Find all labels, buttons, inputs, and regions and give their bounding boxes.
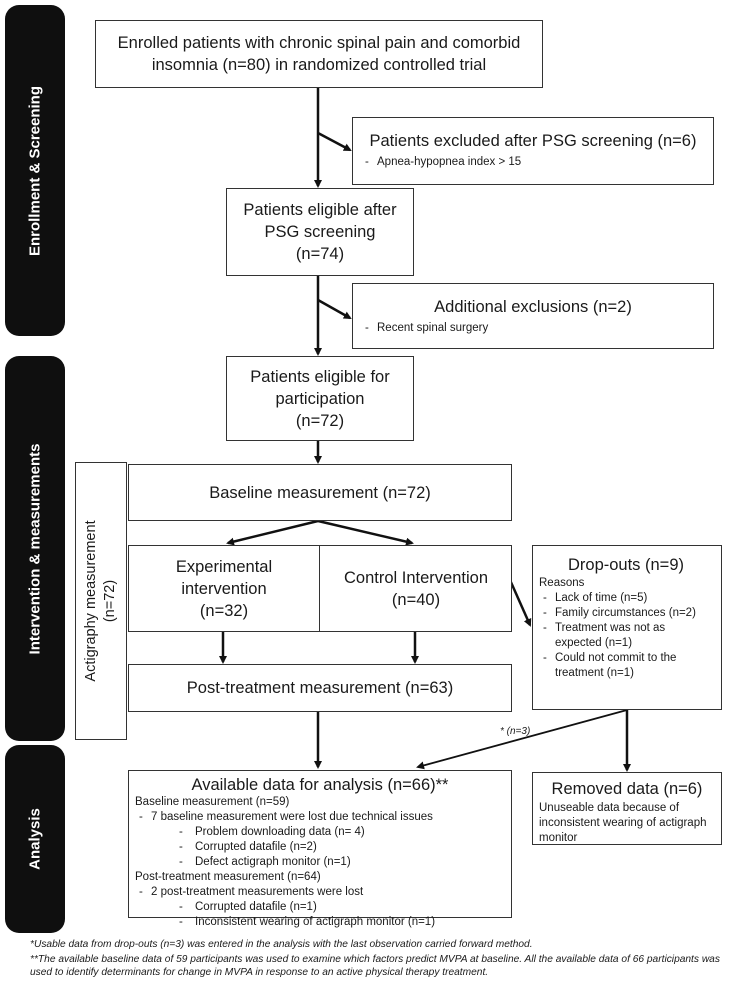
available-baseline-label: Baseline measurement (n=59) bbox=[135, 796, 290, 808]
arrow-label: * (n=3) bbox=[500, 726, 531, 737]
enrolled-text: Enrolled patients with chronic spinal pa… bbox=[117, 34, 521, 74]
footnote-1: *Usable data from drop-outs (n=3) was en… bbox=[30, 939, 533, 950]
control-line1: Control Intervention bbox=[344, 568, 488, 587]
section-intervention-measurements: Intervention & measurements bbox=[5, 356, 65, 741]
available-post-lost: 2 post-treatment measurements were lost bbox=[135, 885, 505, 900]
excluded-psg-box: Patients excluded after PSG screening (n… bbox=[352, 117, 714, 185]
additional-exclusions-reason: Recent spinal surgery bbox=[361, 321, 705, 336]
eligible-participation-line3: (n=72) bbox=[295, 411, 345, 430]
post-loss-reason: Corrupted datafile (n=1) bbox=[135, 900, 505, 915]
interventions-box: Experimental intervention (n=32) Control… bbox=[128, 545, 512, 632]
excluded-psg-title: Patients excluded after PSG screening (n… bbox=[369, 132, 697, 150]
baseline-loss-reason: Corrupted datafile (n=2) bbox=[135, 840, 505, 855]
eligible-psg-line1: Patients eligible after bbox=[243, 201, 397, 219]
eligible-participation-box: Patients eligible for participation (n=7… bbox=[226, 356, 414, 441]
eligible-psg-box: Patients eligible after PSG screening (n… bbox=[226, 188, 414, 276]
actigraphy-measurement-box: Actigraphy measurement (n=72) bbox=[75, 462, 127, 740]
enrolled-box: Enrolled patients with chronic spinal pa… bbox=[95, 20, 543, 88]
dropout-reason: Could not commit to the treatment (n=1) bbox=[539, 651, 713, 681]
dropout-reason: Lack of time (n=5) bbox=[539, 591, 713, 606]
experimental-line2: intervention bbox=[181, 579, 267, 598]
control-cell: Control Intervention (n=40) bbox=[320, 546, 512, 631]
section-analysis: Analysis bbox=[5, 745, 65, 933]
baseline-loss-reason: Problem downloading data (n= 4) bbox=[135, 825, 505, 840]
arrow-to-additional-exclusions bbox=[317, 298, 352, 320]
baseline-box: Baseline measurement (n=72) bbox=[128, 464, 512, 521]
experimental-cell: Experimental intervention (n=32) bbox=[129, 546, 320, 631]
dropouts-title: Drop-outs (n=9) bbox=[567, 556, 684, 574]
available-baseline-lost: 7 baseline measurement were lost due tec… bbox=[135, 810, 505, 825]
post-treatment-text: Post-treatment measurement (n=63) bbox=[186, 679, 454, 697]
arrow-baseline-to-control bbox=[317, 519, 414, 546]
arrow-dropouts-to-available bbox=[416, 709, 628, 770]
post-treatment-box: Post-treatment measurement (n=63) bbox=[128, 664, 512, 712]
additional-exclusions-title: Additional exclusions (n=2) bbox=[434, 298, 632, 316]
actigraphy-label: Actigraphy measurement bbox=[83, 520, 99, 682]
available-data-box: Available data for analysis (n=66)** Bas… bbox=[128, 770, 512, 930]
eligible-psg-line3: (n=74) bbox=[295, 245, 345, 263]
control-line2: (n=40) bbox=[391, 590, 441, 609]
dropout-reason: Treatment was not as expected (n=1) bbox=[539, 621, 713, 651]
available-title: Available data for analysis (n=66)** bbox=[191, 776, 449, 794]
arrow-to-excluded-psg bbox=[317, 131, 352, 152]
baseline-loss-reason: Defect actigraph monitor (n=1) bbox=[135, 855, 505, 870]
additional-exclusions-box: Additional exclusions (n=2) Recent spina… bbox=[352, 283, 714, 349]
dropout-reason: Family circumstances (n=2) bbox=[539, 606, 713, 621]
eligible-psg-line2: PSG screening bbox=[264, 223, 376, 241]
arrow-control-to-dropouts bbox=[508, 579, 532, 627]
removed-data-box: Removed data (n=6) Unuseable data becaus… bbox=[532, 772, 722, 845]
experimental-line1: Experimental bbox=[175, 557, 273, 576]
dropouts-reasons-label: Reasons bbox=[539, 577, 585, 589]
experimental-line3: (n=32) bbox=[199, 601, 249, 620]
eligible-participation-line2: participation bbox=[275, 389, 365, 408]
section-enrollment-screening: Enrollment & Screening bbox=[5, 5, 65, 336]
baseline-text: Baseline measurement (n=72) bbox=[209, 483, 431, 502]
removed-text: Unuseable data because of inconsistent w… bbox=[539, 802, 707, 844]
arrow-baseline-to-experimental bbox=[226, 519, 319, 546]
removed-title: Removed data (n=6) bbox=[551, 780, 703, 798]
eligible-participation-line1: Patients eligible for bbox=[250, 367, 390, 386]
available-post-label: Post-treatment measurement (n=64) bbox=[135, 871, 321, 883]
post-loss-reason: Inconsistent wearing of actigraph monito… bbox=[135, 915, 505, 930]
dropouts-box: Drop-outs (n=9) Reasons Lack of time (n=… bbox=[532, 545, 722, 710]
excluded-psg-reason: Apnea-hypopnea index > 15 bbox=[361, 155, 705, 170]
actigraphy-count: (n=72) bbox=[102, 579, 118, 623]
footnote-2: **The available baseline data of 59 part… bbox=[30, 954, 720, 978]
